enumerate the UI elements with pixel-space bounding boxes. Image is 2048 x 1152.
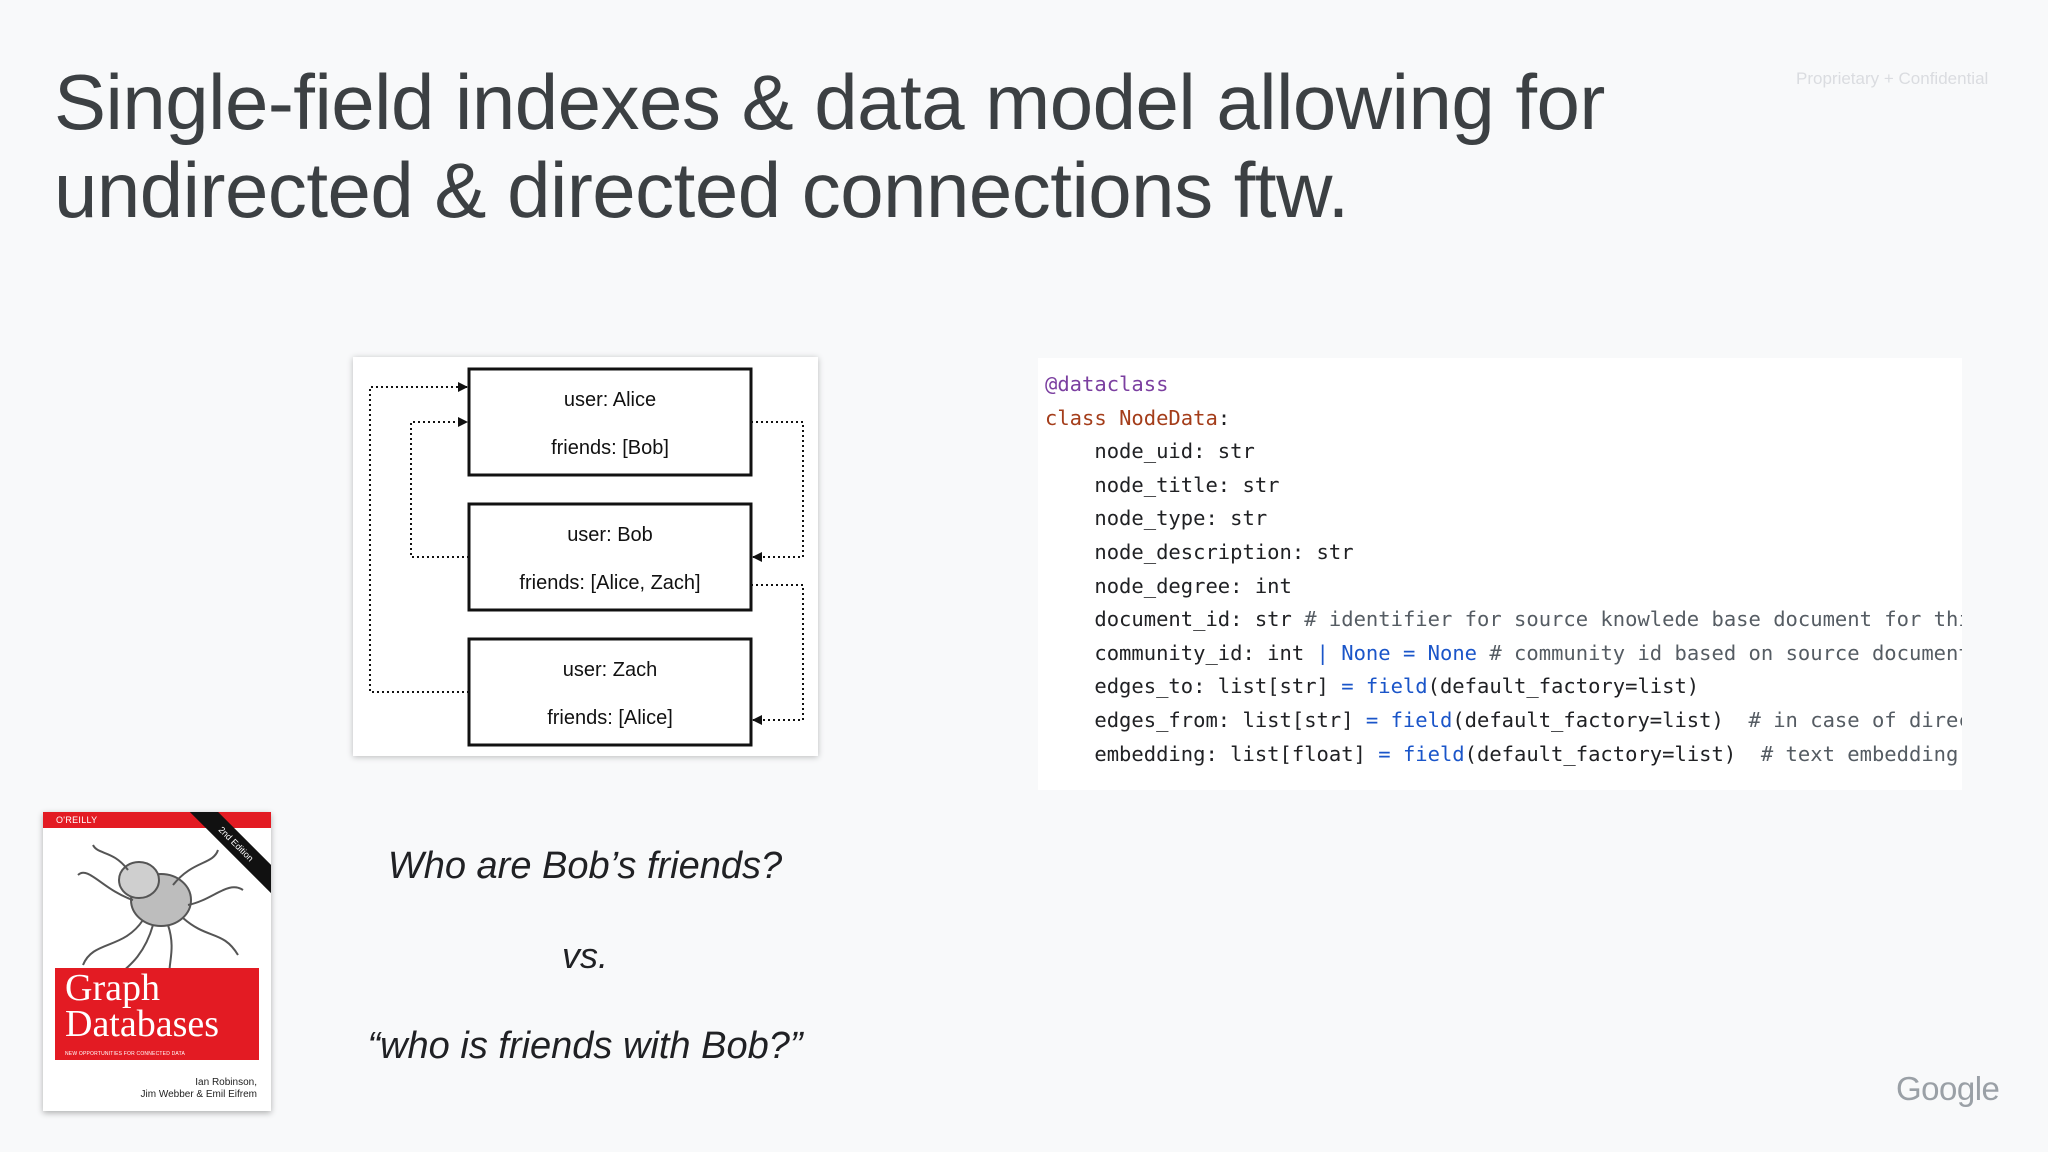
code-args: (default_factory=list): [1452, 707, 1724, 732]
code-operator: =: [1365, 707, 1379, 732]
code-none: None: [1427, 640, 1478, 665]
book-authors-line-2: Jim Webber & Emil Eifrem: [140, 1089, 257, 1100]
node-zach-friends: friends: [Alice]: [547, 707, 673, 729]
question-friends-with-bob: “who is friends with Bob?”: [367, 1025, 803, 1067]
node-bob-user: user: Bob: [567, 524, 653, 546]
question-bobs-friends: Who are Bob’s friends?: [387, 845, 783, 887]
node-zach-user: user: Zach: [563, 659, 657, 681]
slide-title-line-1: Single-field indexes & data model allowi…: [54, 58, 1605, 146]
book-title-panel: [55, 968, 259, 1060]
code-operator: |: [1316, 640, 1329, 665]
code-args: (default_factory=list): [1427, 674, 1700, 699]
node-box-alice: [467, 367, 753, 477]
book-subtitle: NEW OPPORTUNITIES FOR CONNECTED DATA: [65, 1051, 185, 1057]
code-none: None: [1341, 640, 1391, 665]
code-line: node_degree: int: [1094, 573, 1292, 598]
friends-graph-diagram: user: Alice friends: [Bob] user: Bob fri…: [353, 357, 818, 756]
code-function: field: [1390, 707, 1453, 732]
code-comment: # identifier for source knowlede base do…: [1304, 607, 1962, 632]
code-operator: =: [1402, 640, 1416, 665]
versus-label: vs.: [561, 935, 608, 976]
confidential-label: Proprietary + Confidential: [1796, 69, 1989, 88]
google-logo: Google: [1896, 1070, 2000, 1107]
book-authors-line-1: Ian Robinson,: [195, 1077, 257, 1088]
node-bob-friends: friends: [Alice, Zach]: [519, 572, 700, 594]
node-alice-friends: friends: [Bob]: [551, 437, 669, 459]
slide-title-line-2: undirected & directed connections ftw.: [54, 146, 1349, 234]
code-function: field: [1365, 674, 1428, 699]
edge-alice-to-bob: [751, 421, 804, 562]
code-line: node_uid: str: [1094, 439, 1255, 464]
code-operator: =: [1341, 674, 1354, 699]
node-box-zach: [467, 637, 753, 747]
code-class-colon: :: [1217, 405, 1231, 430]
code-args: (default_factory=list): [1464, 741, 1737, 766]
code-operator: =: [1378, 741, 1391, 766]
book-title: Graph Databases: [65, 967, 220, 1045]
code-line: edges_to: list[str]: [1094, 674, 1329, 699]
code-line: edges_from: list[str]: [1094, 707, 1354, 732]
edge-bob-to-alice: [410, 417, 469, 558]
book-title-line-1: Graph: [65, 967, 160, 1009]
graph-databases-book-cover: O'REILLY 2nd Edition Graph Databases NEW…: [43, 812, 271, 1111]
slide-title: Single-field indexes & data model allowi…: [54, 58, 1674, 234]
code-class-keyword: class: [1045, 405, 1107, 430]
book-title-line-2: Databases: [65, 1003, 220, 1045]
node-alice-user: user: Alice: [564, 389, 656, 411]
code-comment: # in case of direct: [1748, 707, 1962, 732]
edge-zach-to-alice: [369, 382, 469, 693]
book-publisher: O'REILLY: [56, 815, 98, 825]
code-function: field: [1402, 741, 1465, 766]
code-class-name: NodeData: [1119, 405, 1218, 430]
code-line: node_type: str: [1094, 506, 1268, 531]
diagram-canvas: user: Alice friends: [Bob] user: Bob fri…: [369, 367, 804, 747]
code-line: node_description: str: [1094, 539, 1354, 564]
edge-bob-to-zach: [751, 584, 804, 725]
book-authors: Ian Robinson, Jim Webber & Emil Eifrem: [140, 1077, 257, 1101]
code-comment: # text embedding r: [1760, 741, 1962, 766]
node-box-bob: [467, 502, 753, 612]
code-line: embedding: list[float]: [1094, 741, 1366, 766]
code-line: community_id: int: [1094, 640, 1305, 665]
code-comment: # community id based on source document: [1489, 640, 1962, 665]
code-line: document_id: str: [1094, 607, 1292, 632]
octopus-illustration-icon: [77, 844, 244, 986]
code-decorator: @dataclass: [1045, 372, 1169, 396]
code-line: node_title: str: [1094, 472, 1280, 497]
